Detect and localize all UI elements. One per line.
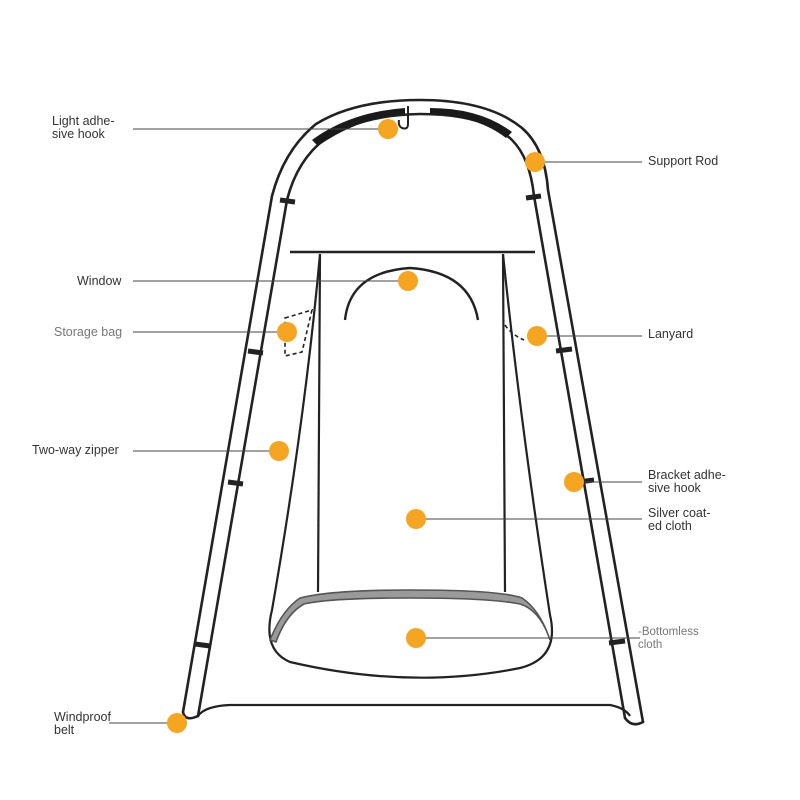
hook-shape <box>397 106 409 130</box>
top-band-right <box>430 108 512 138</box>
label-support-rod: Support Rod <box>648 154 719 168</box>
marker-bottomless-cloth <box>406 628 426 648</box>
marker-bracket-hook <box>564 472 584 492</box>
inner-enclosure <box>268 253 554 679</box>
label-bottomless-cloth: -Bottomless cloth <box>638 626 699 651</box>
window-arc <box>343 266 480 321</box>
leader-lines <box>109 128 642 724</box>
frame-clips <box>194 193 626 649</box>
marker-light-hook <box>378 119 398 139</box>
label-storage-bag: Storage bag <box>54 325 123 339</box>
marker-support-rod <box>525 152 545 172</box>
marker-window <box>398 271 418 291</box>
storage-bag-outline <box>284 308 314 358</box>
marker-lanyard <box>527 326 547 346</box>
top-band <box>312 108 405 146</box>
base-line <box>197 703 631 717</box>
lanyard-dashed <box>504 324 525 341</box>
label-lanyard: Lanyard <box>648 327 694 341</box>
label-light-adhesive-hook: Light adhe- sive hook <box>52 114 115 141</box>
label-windproof-belt: Windproof belt <box>54 710 111 737</box>
markers <box>167 119 584 733</box>
marker-windproof-belt <box>167 713 187 733</box>
label-bracket-adhesive-hook: Bracket adhe- sive hook <box>648 468 726 495</box>
floor-band <box>268 589 551 644</box>
outer-frame <box>181 98 645 726</box>
label-two-way-zipper: Two-way zipper <box>32 443 119 457</box>
label-silver-coated-cloth: Silver coat- ed cloth <box>648 506 711 533</box>
label-window: Window <box>77 274 122 288</box>
marker-two-way-zipper <box>269 441 289 461</box>
marker-silver-cloth <box>406 509 426 529</box>
marker-storage-bag <box>277 322 297 342</box>
